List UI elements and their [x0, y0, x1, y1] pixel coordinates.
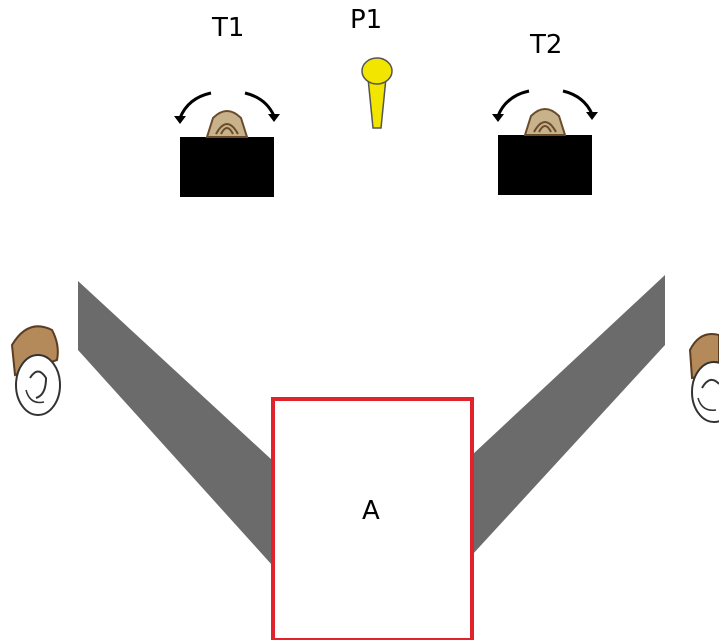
right-panel — [472, 275, 665, 555]
t1-person-icon — [205, 110, 249, 138]
area-a-label: A — [362, 496, 380, 526]
area-a-box — [271, 397, 474, 640]
p1-label: P1 — [350, 5, 383, 35]
t2-desk — [498, 135, 592, 195]
t2-rotate-arrows-icon — [492, 89, 598, 122]
t1-rotate-arrows-icon — [174, 91, 280, 124]
t1-label: T1 — [212, 13, 245, 43]
right-person-icon — [688, 333, 719, 423]
t2-label: T2 — [530, 30, 563, 60]
t1-desk — [180, 137, 274, 197]
p1-microphone-icon — [361, 57, 393, 129]
t2-person-icon — [523, 108, 567, 136]
left-panel — [78, 281, 272, 565]
left-person-icon — [10, 325, 61, 416]
